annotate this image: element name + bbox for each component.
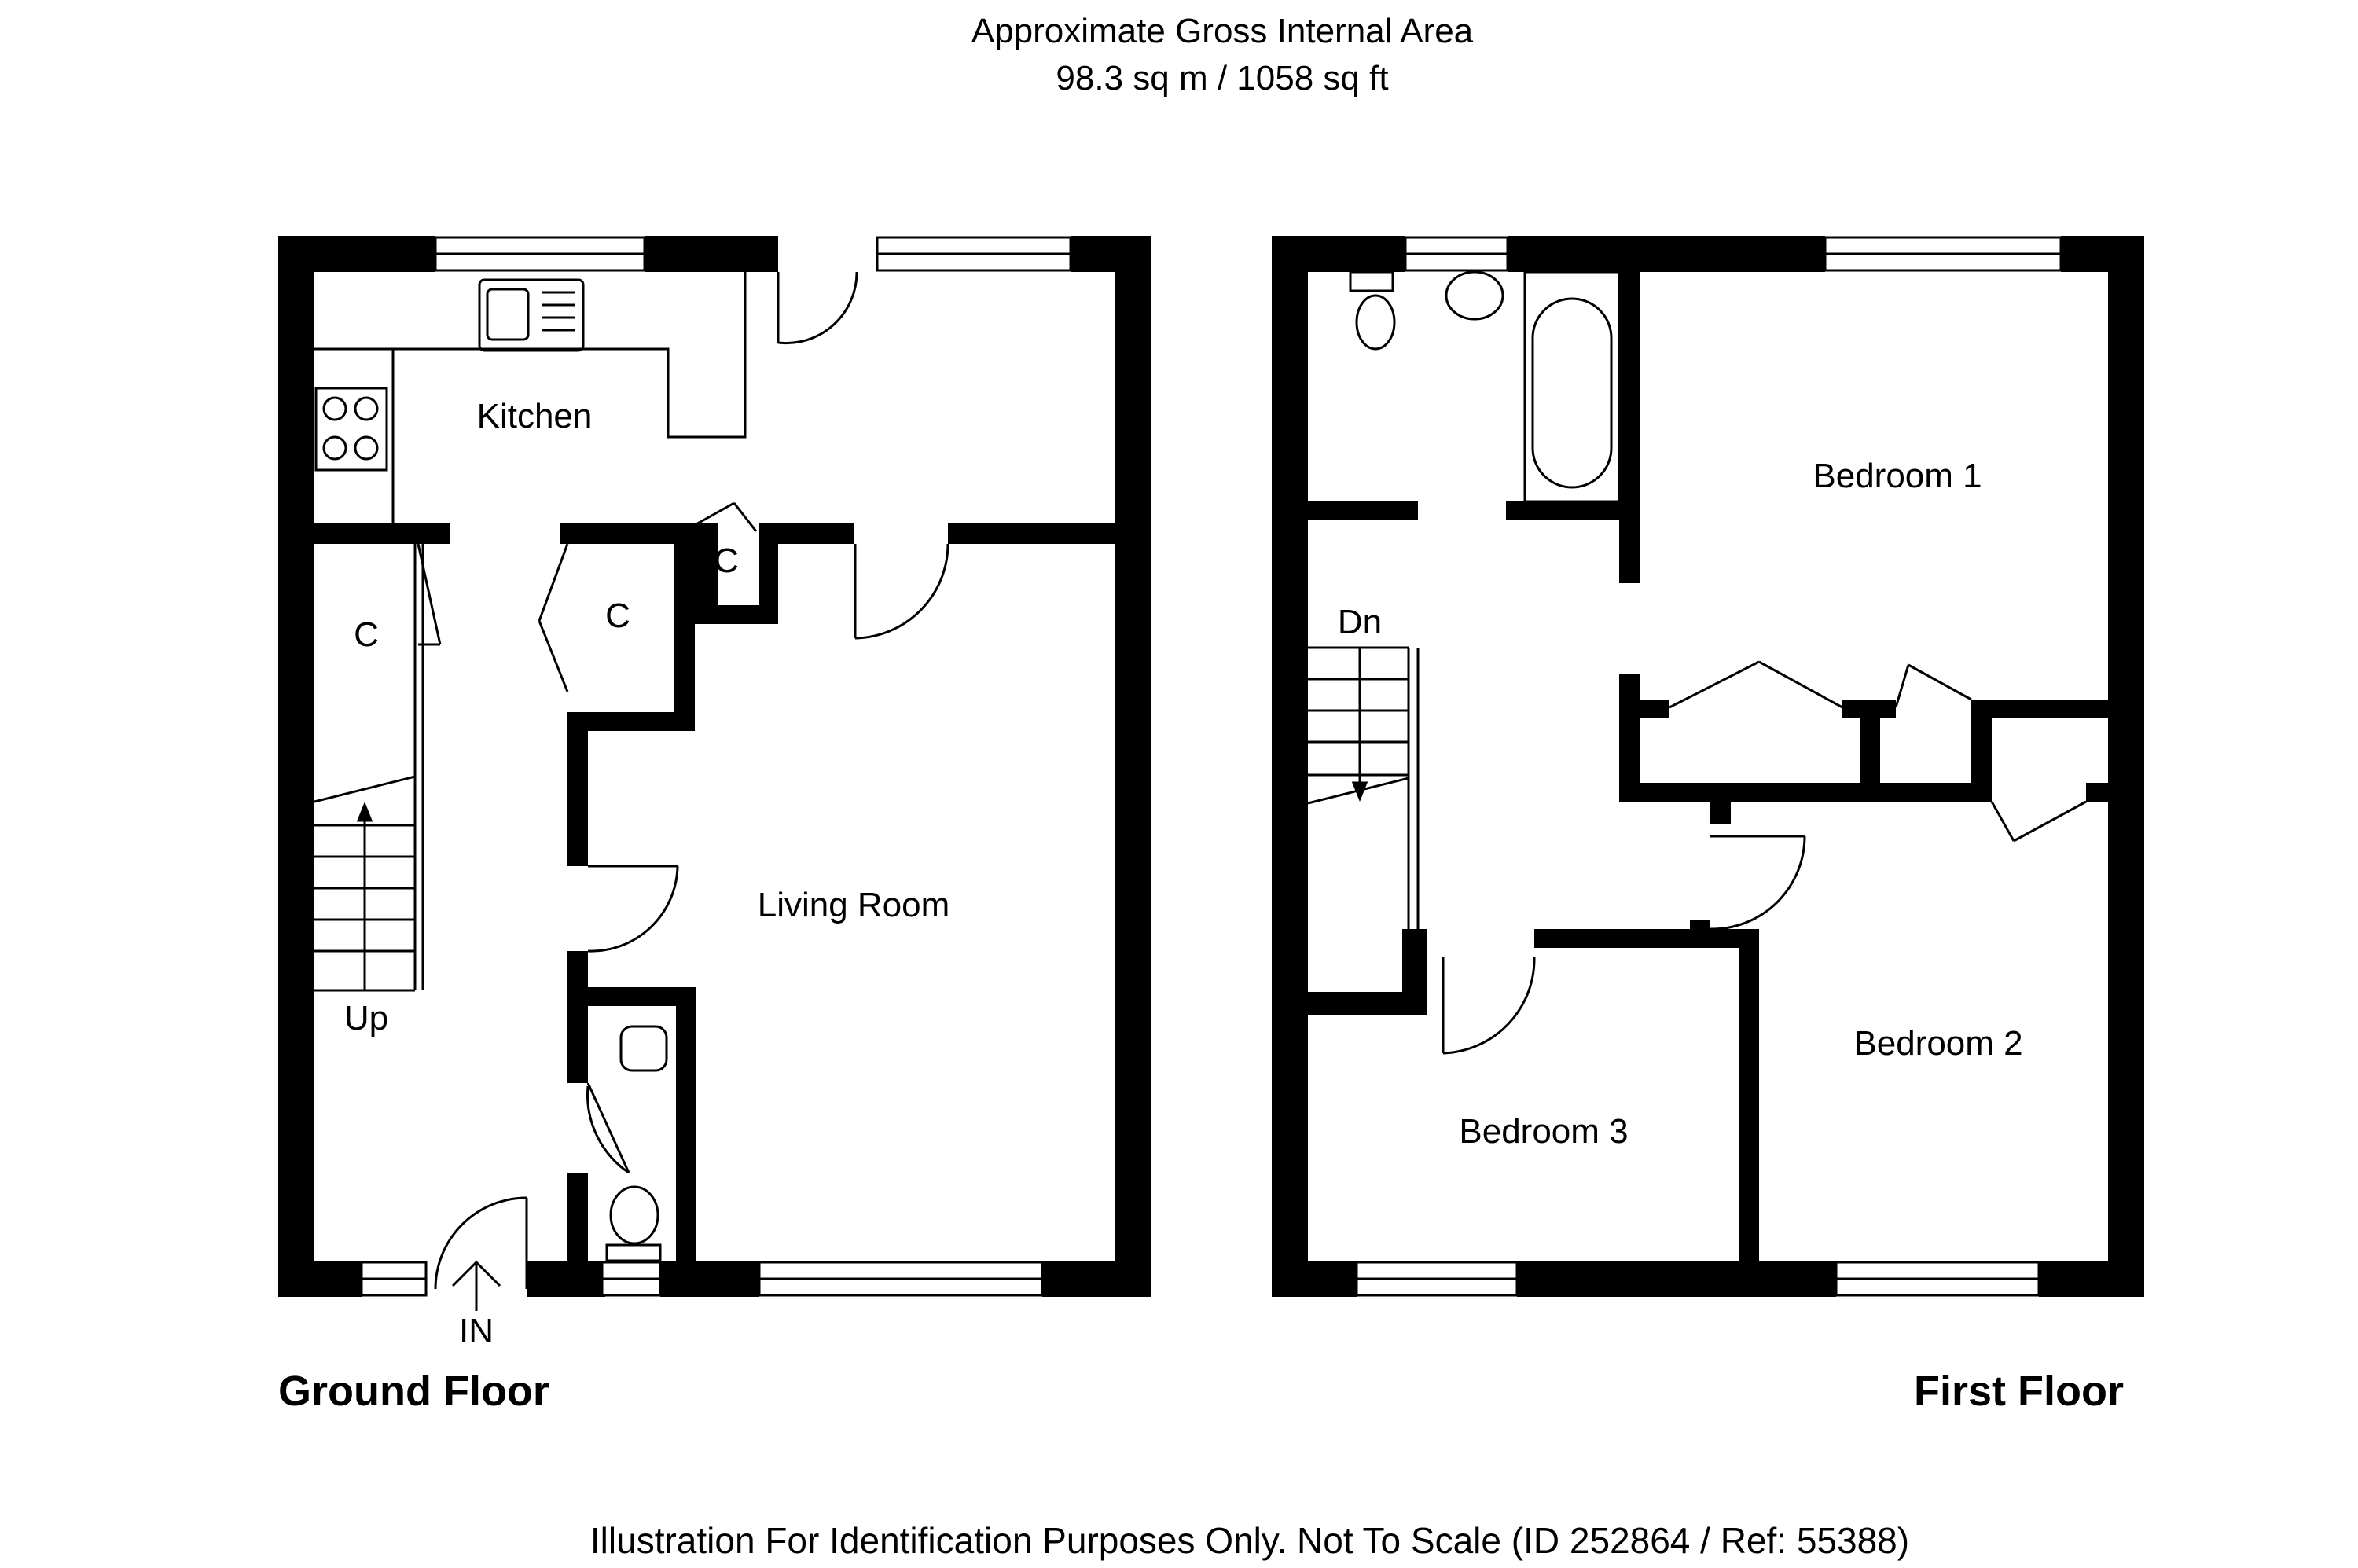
ground-floor-doors (417, 271, 949, 1290)
entrance-label: IN (459, 1312, 494, 1350)
ground-floor-plan: Kitchen Living Room C C C Up IN (278, 236, 1151, 1350)
ground-floor-title: Ground Floor (278, 1368, 549, 1415)
bath-tub (1531, 297, 1613, 489)
area-value: 98.3 sq m / 1058 sq ft (1056, 59, 1388, 97)
cupboard-label: C (714, 542, 739, 580)
cupboard-label: C (354, 615, 379, 654)
kitchen-sink (478, 278, 585, 352)
ground-floor-staircase (314, 544, 424, 992)
area-heading: Approximate Gross Internal Area (971, 12, 1474, 50)
ground-floor-interior-walls (314, 523, 1115, 1261)
cloakroom-toilet (609, 1185, 659, 1245)
ground-floor-windows (360, 236, 1072, 1297)
first-floor-windows (1355, 236, 2062, 1297)
first-floor-outer-walls (1272, 236, 2144, 1297)
first-floor-doors (1442, 660, 2087, 1055)
bedroom-3-label: Bedroom 3 (1459, 1112, 1628, 1151)
disclaimer-text: Illustration For Identification Purposes… (590, 1520, 1909, 1561)
entrance-arrow-icon (451, 1260, 501, 1311)
first-floor-plan: Bedroom 1 Bedroom 2 Bedroom 3 Dn (1272, 236, 2144, 1297)
ground-floor-outer-walls (278, 236, 1151, 1297)
first-floor-title: First Floor (1914, 1368, 2124, 1415)
bathroom-toilet (1355, 294, 1396, 351)
first-floor-bathroom-fittings (1349, 270, 1621, 503)
first-floor-staircase (1307, 646, 1420, 929)
stairs-up-label: Up (344, 999, 388, 1037)
kitchen-label: Kitchen (477, 397, 593, 435)
bathroom-basin (1445, 270, 1504, 321)
living-room-label: Living Room (758, 886, 950, 924)
stairs-down-label: Dn (1338, 603, 1382, 641)
hob (314, 387, 388, 472)
bedroom-2-label: Bedroom 2 (1853, 1024, 2022, 1063)
cloakroom-basin (619, 1025, 668, 1072)
ground-floor-kitchen-fittings (314, 272, 747, 1262)
cupboard-label: C (605, 597, 630, 635)
bedroom-1-label: Bedroom 1 (1813, 457, 1982, 495)
first-floor-interior-walls (1308, 272, 2144, 1261)
